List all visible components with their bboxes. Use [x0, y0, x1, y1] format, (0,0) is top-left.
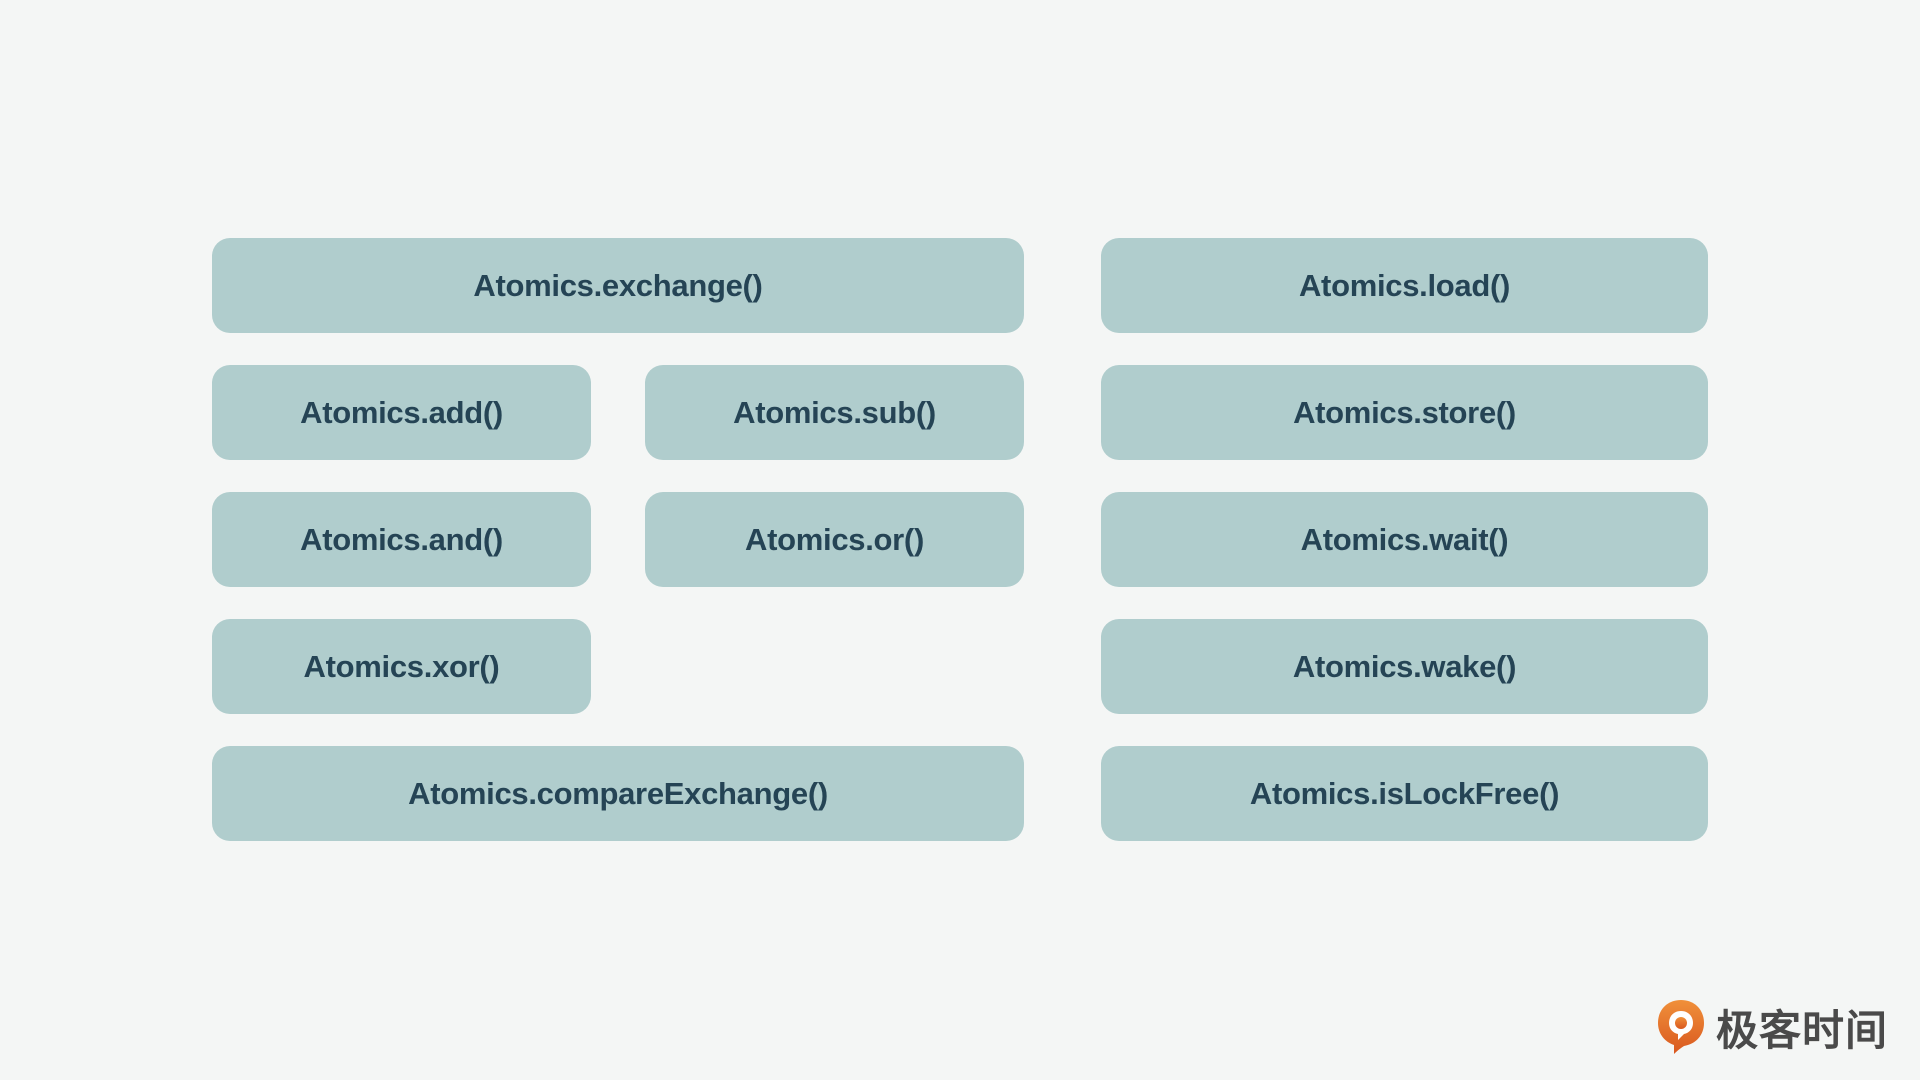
box-label: Atomics.exchange(): [473, 267, 763, 303]
box-atomics-is-lock-free: Atomics.isLockFree(): [1101, 746, 1708, 841]
box-atomics-wait: Atomics.wait(): [1101, 492, 1708, 587]
brand-watermark: 极客时间: [1656, 998, 1888, 1056]
box-label: Atomics.store(): [1293, 394, 1516, 430]
box-atomics-load: Atomics.load(): [1101, 238, 1708, 333]
box-label: Atomics.compareExchange(): [408, 775, 828, 811]
box-label: Atomics.wait(): [1300, 521, 1509, 557]
box-label: Atomics.sub(): [733, 394, 936, 430]
box-atomics-or: Atomics.or(): [645, 492, 1024, 587]
box-label: Atomics.wake(): [1292, 648, 1517, 684]
box-atomics-compare-exchange: Atomics.compareExchange(): [212, 746, 1024, 841]
box-label: Atomics.add(): [300, 394, 503, 430]
box-atomics-and: Atomics.and(): [212, 492, 591, 587]
box-atomics-exchange: Atomics.exchange(): [212, 238, 1024, 333]
box-label: Atomics.isLockFree(): [1249, 775, 1560, 811]
box-label: Atomics.and(): [300, 521, 503, 557]
brand-name: 极客时间: [1716, 1005, 1889, 1055]
box-atomics-wake: Atomics.wake(): [1101, 619, 1708, 714]
box-atomics-xor: Atomics.xor(): [212, 619, 591, 714]
box-label: Atomics.xor(): [303, 648, 500, 684]
box-label: Atomics.load(): [1298, 267, 1511, 303]
box-label: Atomics.or(): [745, 521, 924, 557]
box-atomics-add: Atomics.add(): [212, 365, 591, 460]
box-atomics-store: Atomics.store(): [1101, 365, 1708, 460]
geektime-logo-icon: [1658, 1000, 1704, 1054]
box-atomics-sub: Atomics.sub(): [645, 365, 1024, 460]
